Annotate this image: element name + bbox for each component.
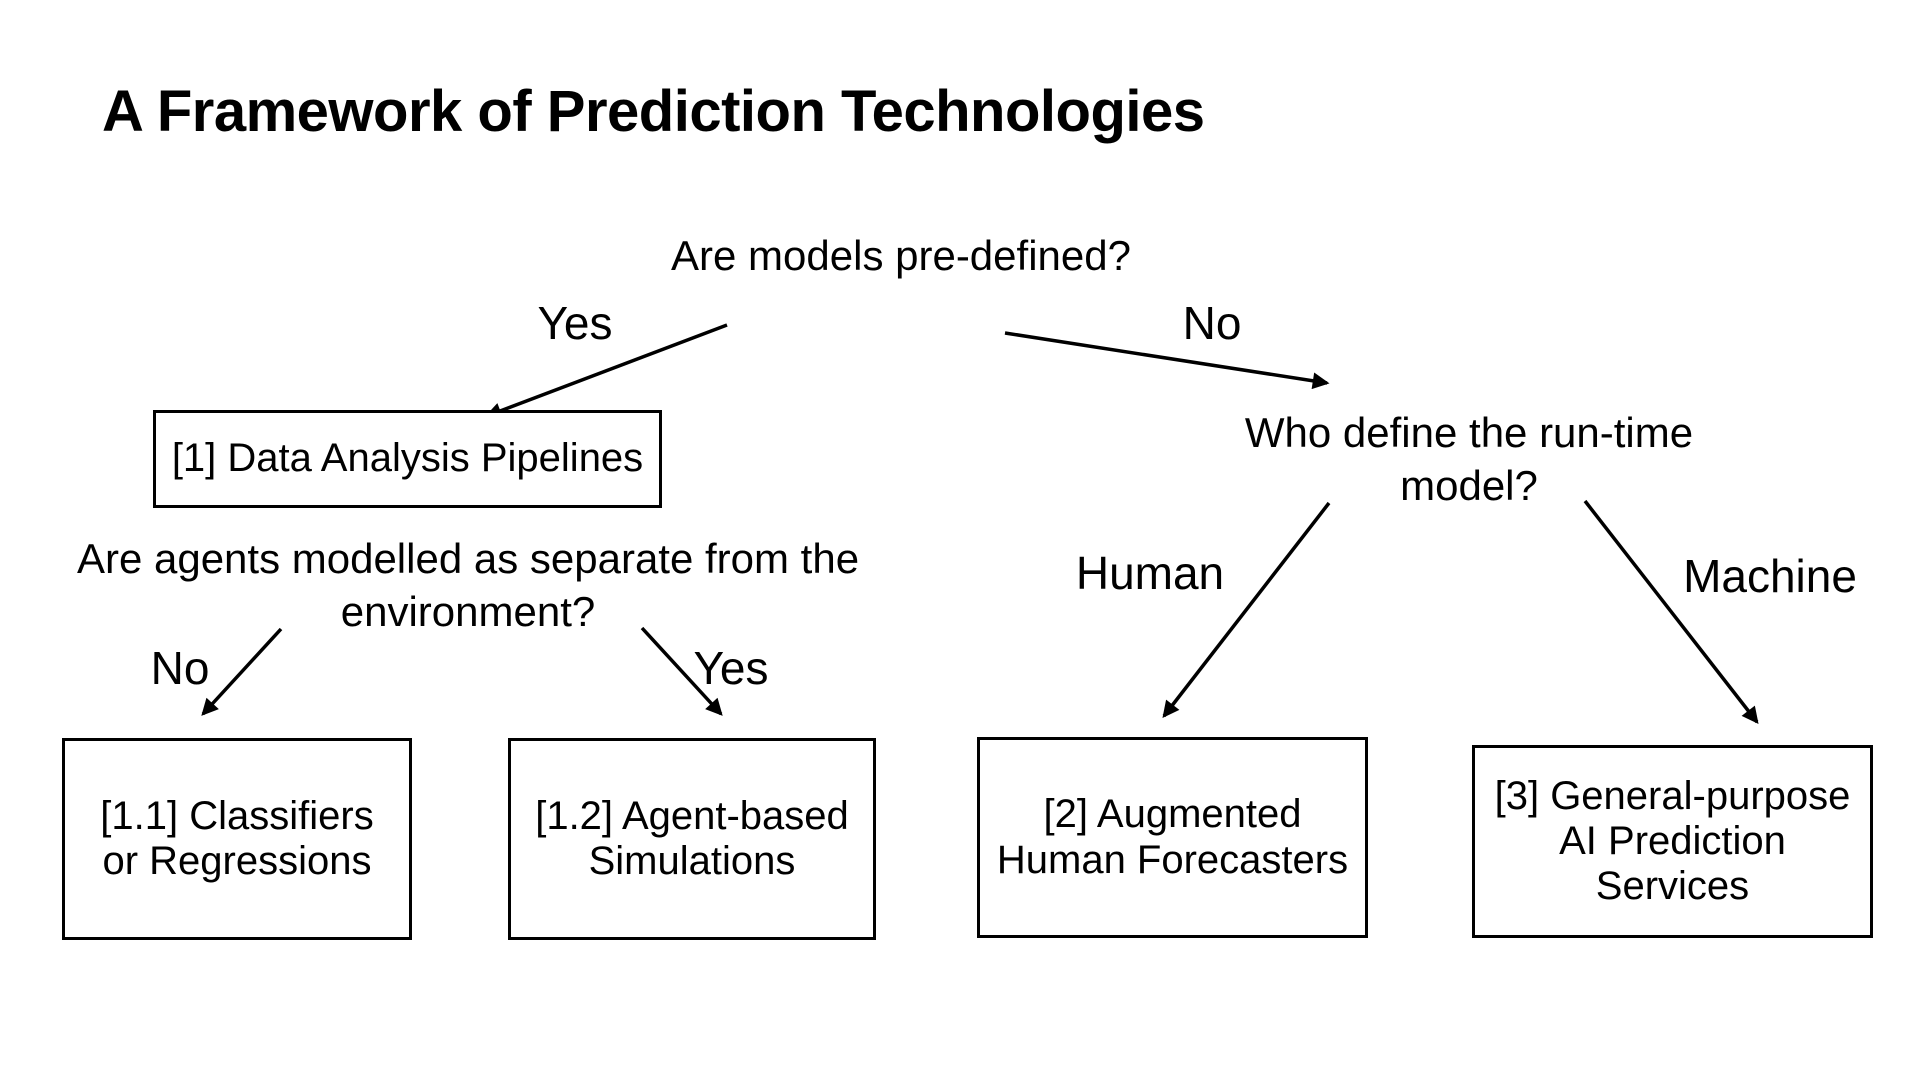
edge-label-no-2: No	[150, 642, 210, 694]
node-3-box: [3] General-purpose AI Prediction Servic…	[1472, 745, 1873, 938]
arrow-runtime-machine	[1583, 499, 1759, 724]
node-2-label: [2] Augmented Human Forecasters	[996, 792, 1349, 882]
agents-question: Are agents modelled as separate from the…	[76, 535, 860, 635]
node-1-1-box: [1.1] Classifiers or Regressions	[62, 738, 412, 940]
edge-label-machine: Machine	[1683, 550, 1857, 602]
node-1-label: [1] Data Analysis Pipelines	[171, 436, 644, 481]
node-3-label: [3] General-purpose AI Prediction Servic…	[1494, 773, 1851, 909]
node-1-2-box: [1.2] Agent-based Simulations	[508, 738, 876, 940]
node-1-1-label: [1.1] Classifiers or Regressions	[100, 793, 374, 883]
edge-label-yes-2: Yes	[693, 642, 769, 694]
arrow-agents-no	[201, 627, 283, 716]
arrow-root-no	[1004, 331, 1330, 390]
edge-label-human: Human	[1075, 547, 1225, 599]
edge-label-no: No	[1182, 297, 1242, 349]
edge-label-yes: Yes	[537, 297, 613, 349]
root-question: Are models pre-defined?	[671, 232, 1131, 279]
page-title: A Framework of Prediction Technologies	[102, 79, 1205, 144]
runtime-question: Who define the run-time model?	[1244, 409, 1694, 509]
node-2-box: [2] Augmented Human Forecasters	[977, 737, 1368, 938]
node-1-box: [1] Data Analysis Pipelines	[153, 410, 662, 508]
arrow-runtime-human	[1162, 501, 1331, 718]
node-1-2-label: [1.2] Agent-based Simulations	[535, 793, 849, 883]
